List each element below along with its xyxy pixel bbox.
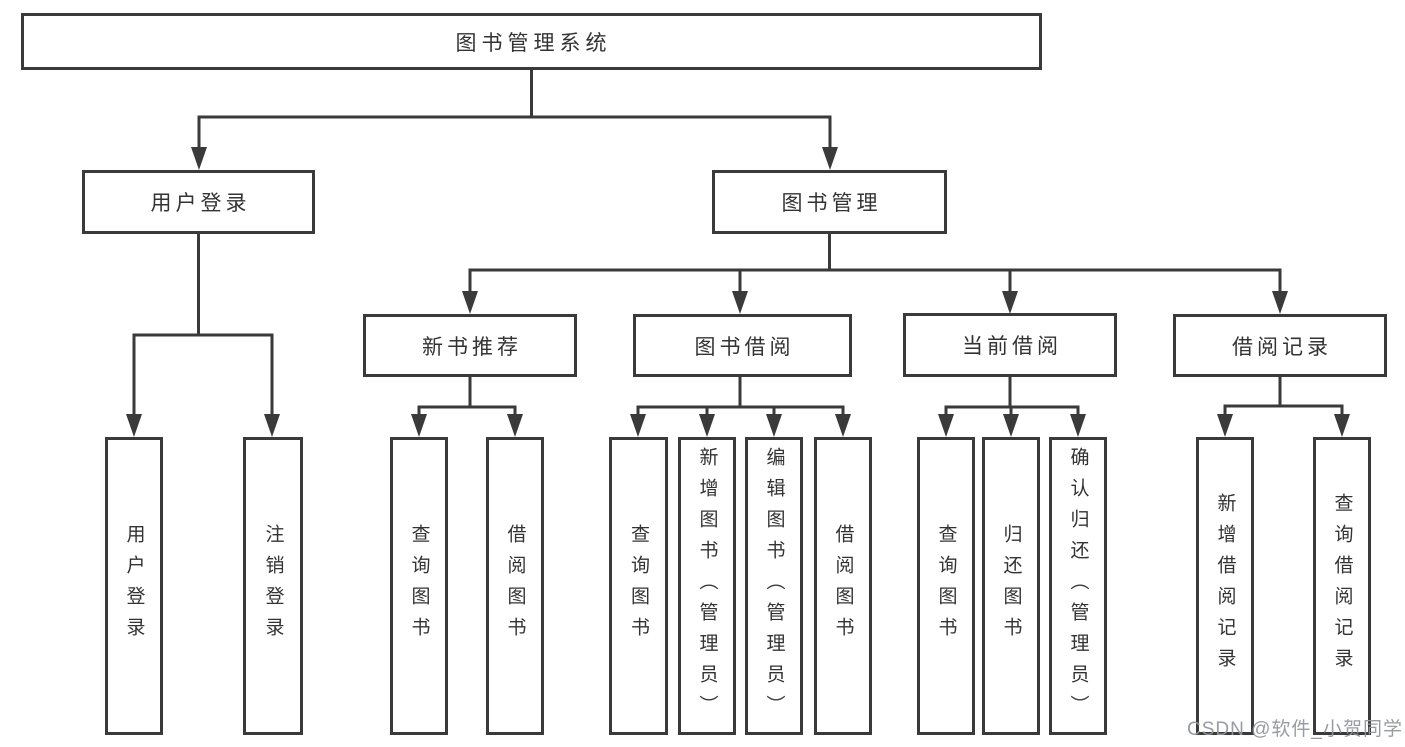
node-user-login: 用户登录	[82, 170, 315, 234]
arrowhead	[1334, 414, 1350, 437]
node-new-book-recommendation: 新书推荐	[363, 314, 577, 377]
connector-root-to-level2	[191, 67, 838, 170]
node-book-borrowing: 图书借阅	[633, 314, 852, 377]
node-label: 当前借阅	[962, 335, 1062, 358]
node-borrowing-records: 借阅记录	[1173, 314, 1387, 377]
leaf-add-book-admin: 新增图书（管理员）	[678, 437, 736, 735]
node-label: 新增借阅记录	[1214, 493, 1236, 679]
arrowhead	[126, 414, 142, 437]
node-label: 新书推荐	[422, 335, 522, 359]
arrowhead	[264, 414, 280, 437]
node-label: 用户登录	[150, 192, 251, 215]
leaf-query-books-recommend: 查询图书	[390, 437, 448, 735]
connector-user-login-children	[126, 232, 280, 437]
arrowhead	[507, 414, 523, 437]
node-label: 用户登录	[123, 524, 145, 648]
node-library-management-system: 图书管理系统	[21, 13, 1042, 70]
arrowhead	[822, 147, 838, 170]
node-label: 图书借阅	[694, 335, 795, 359]
arrowhead	[699, 414, 715, 437]
node-label: 新增图书（管理员）	[696, 446, 718, 726]
arrowhead	[1272, 291, 1288, 314]
node-current-borrowing: 当前借阅	[903, 313, 1117, 377]
leaf-confirm-return-admin: 确认归还（管理员）	[1049, 437, 1107, 735]
node-label: 归还图书	[1000, 524, 1022, 648]
connector-book-borrowing-children	[630, 375, 851, 437]
node-label: 图书管理	[781, 192, 882, 215]
node-label: 借阅记录	[1232, 335, 1332, 359]
leaf-return-book: 归还图书	[982, 437, 1040, 735]
arrowhead	[411, 414, 427, 437]
node-label: 查询图书	[628, 524, 649, 648]
node-label: 查询图书	[408, 524, 430, 648]
node-label: 借阅图书	[504, 524, 526, 648]
leaf-edit-book-admin: 编辑图书（管理员）	[745, 437, 803, 735]
arrowhead	[835, 414, 851, 437]
connector-book-management-to-level3	[462, 232, 1288, 314]
arrowhead	[191, 147, 207, 170]
leaf-user-login: 用户登录	[105, 437, 163, 735]
arrowhead	[938, 414, 954, 437]
leaf-query-borrow-record: 查询借阅记录	[1313, 437, 1371, 735]
node-label: 借阅图书	[832, 524, 854, 648]
connector-borrowing-records-children	[1217, 375, 1350, 437]
watermark: CSDN @软件_小贺同学	[1187, 719, 1403, 740]
arrowhead	[630, 414, 646, 437]
leaf-query-books-borrowing: 查询图书	[609, 437, 668, 735]
arrowhead	[732, 291, 748, 314]
leaf-add-borrow-record: 新增借阅记录	[1196, 437, 1254, 735]
arrowhead	[462, 291, 478, 314]
arrowhead	[1003, 414, 1019, 437]
node-label: 查询图书	[935, 524, 957, 648]
node-label: 编辑图书（管理员）	[763, 446, 785, 726]
arrowhead	[1070, 414, 1086, 437]
node-label: 图书管理系统	[455, 31, 612, 55]
leaf-query-books-current: 查询图书	[917, 437, 975, 735]
leaf-logout: 注销登录	[243, 437, 303, 735]
connector-current-borrowing-children	[938, 375, 1086, 437]
arrowhead	[766, 414, 782, 437]
node-book-management: 图书管理	[712, 170, 947, 234]
arrowhead	[1002, 291, 1018, 314]
leaf-borrow-books-recommend: 借阅图书	[486, 437, 544, 735]
connector-new-book-recommendation-children	[411, 375, 523, 437]
arrowhead	[1217, 414, 1233, 437]
node-label: 注销登录	[262, 524, 284, 648]
node-label: 查询借阅记录	[1331, 493, 1353, 679]
node-label: 确认归还（管理员）	[1067, 446, 1089, 726]
leaf-borrow-books: 借阅图书	[814, 437, 872, 735]
